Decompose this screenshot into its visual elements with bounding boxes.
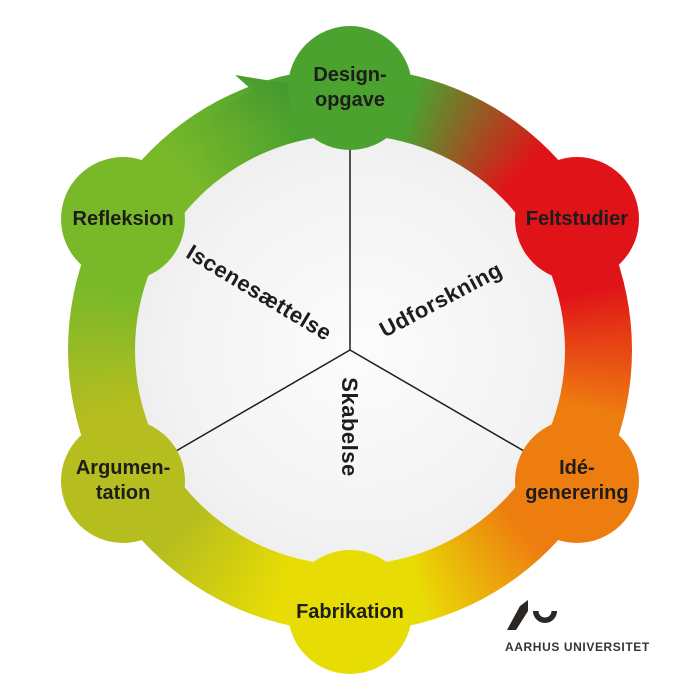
node-fabrikation: Fabrikation	[288, 550, 412, 674]
node-label-line: tation	[95, 482, 151, 504]
sector-label-skabelse: Skabelse	[337, 377, 362, 477]
node-argumentation: Argumen- tation	[61, 419, 186, 543]
node-label-line: Fabrikation	[296, 600, 404, 623]
node-label-line: Design-	[313, 64, 387, 86]
logo-wordmark: AARHUS UNIVERSITET	[505, 640, 650, 654]
node-label-line: opgave	[314, 89, 386, 111]
node-label-line: Refleksion	[72, 207, 174, 230]
node-label-line: Argumen-	[75, 457, 171, 479]
node-label-line: Feltstudier	[525, 207, 629, 230]
au-monogram-icon	[507, 600, 557, 630]
node-label-line: generering	[525, 482, 629, 504]
cycle-arrow-icon	[191, 75, 297, 158]
node-feltstudier: Feltstudier	[514, 157, 639, 281]
aarhus-universitet-logo: AARHUS UNIVERSITET	[505, 600, 665, 654]
node-refleksion: Refleksion	[61, 157, 186, 281]
node-label-line: Idé-	[559, 457, 595, 479]
node-ide-generering: Idé- generering	[514, 419, 639, 543]
node-design-opgave: Design- opgave	[288, 26, 412, 150]
